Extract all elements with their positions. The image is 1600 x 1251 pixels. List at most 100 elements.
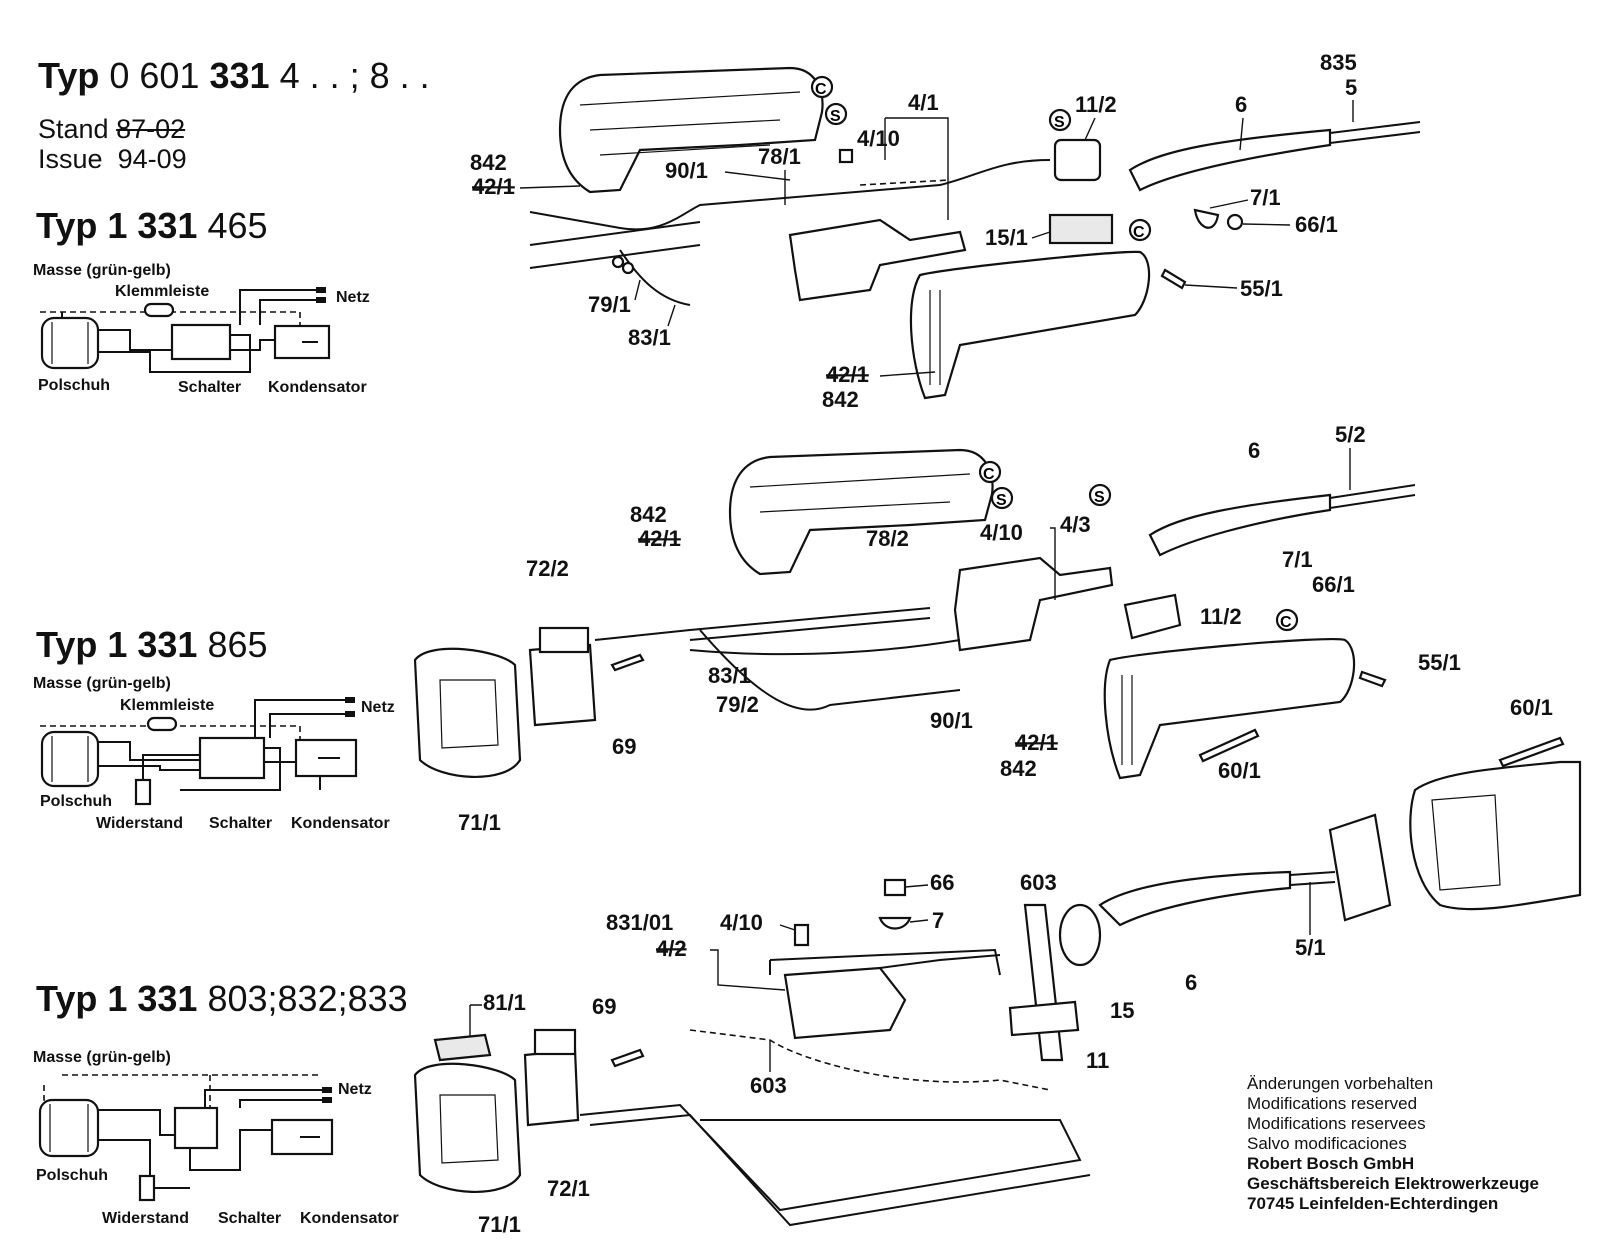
callout-4-2: 4/2	[656, 936, 687, 961]
callout-42-1-d: 42/1	[1015, 730, 1058, 755]
polschuh-motor-3	[38, 1098, 100, 1158]
bracket-72-2	[528, 643, 597, 727]
callout-42-1-b: 42/1	[826, 362, 869, 387]
cable-sleeve-6	[1128, 128, 1332, 192]
wiring-label-masse-2: Masse (grün-gelb)	[33, 675, 171, 692]
callout-15: 15	[1110, 998, 1134, 1023]
callout-71-1-a: 71/1	[458, 810, 501, 835]
callout-4-10-c: 4/10	[720, 910, 763, 935]
screw-60-1-a	[1198, 728, 1260, 763]
callout-42-1-c: 42/1	[638, 526, 681, 551]
wiring-label-polschuh-3: Polschuh	[36, 1167, 108, 1184]
widerstand-block-3	[138, 1174, 156, 1202]
svg-text:C: C	[1133, 224, 1145, 241]
callout-835: 835	[1320, 50, 1357, 75]
callout-4-10: 4/10	[857, 126, 900, 151]
bracket-top-72-1	[533, 1028, 577, 1056]
callout-7-1: 7/1	[1250, 185, 1281, 210]
callout-5-2: 5/2	[1335, 422, 1366, 447]
callout-72-2: 72/2	[526, 556, 569, 581]
callout-90-1: 90/1	[665, 158, 708, 183]
capacitor-11	[1008, 1000, 1080, 1037]
main-type-title: Typ 0 601 331 4 . . ; 8 . .	[38, 55, 430, 96]
wiring-label-polschuh: Polschuh	[38, 377, 110, 394]
ground-wire-dashed	[40, 311, 301, 330]
svg-text:S: S	[1094, 489, 1105, 506]
schalter-block-3	[173, 1106, 219, 1150]
screw-60-1-b	[1498, 736, 1565, 768]
callout-42-1-a: 42/1	[472, 174, 515, 199]
callout-69-b: 69	[592, 994, 616, 1019]
callout-15-1: 15/1	[985, 225, 1028, 250]
svg-text:S: S	[996, 492, 1007, 509]
plate-81-1	[433, 1033, 492, 1062]
callout-79-2: 79/2	[716, 692, 759, 717]
wiring-label-kondensator: Kondensator	[268, 379, 367, 396]
company-name: Robert Bosch GmbH	[1247, 1154, 1415, 1173]
screw-4-10	[793, 923, 810, 947]
callout-60-1-b: 60/1	[1510, 695, 1553, 720]
svg-text:C: C	[1280, 614, 1292, 631]
screw-69-a	[610, 653, 645, 672]
callout-842-a: 842	[470, 150, 507, 175]
switch-block-4-1	[788, 218, 967, 302]
wiring-label-schalter-2: Schalter	[209, 815, 272, 832]
callout-5-1: 5/1	[1295, 935, 1326, 960]
clamp-7	[878, 916, 912, 930]
callout-83-1: 83/1	[628, 325, 671, 350]
modifications-note: Änderungen vorbehalten Modifications res…	[1247, 1074, 1539, 1213]
callout-66: 66	[930, 870, 954, 895]
wiring-label-netz-2: Netz	[361, 699, 395, 716]
switch-block-4-3	[953, 556, 1114, 652]
callout-90-1-b: 90/1	[930, 708, 973, 733]
exploded-view-3: 66 7 603 831/01 4/2 4/10 15 6 5/1 11 603…	[413, 736, 1582, 1237]
clamp-7-1	[1193, 208, 1220, 229]
wiring-label-netz: Netz	[336, 289, 370, 306]
handle-shell-lower	[909, 250, 1151, 400]
callout-78-1: 78/1	[758, 144, 801, 169]
callout-603-b: 603	[750, 1073, 787, 1098]
callout-66-1-b: 66/1	[1312, 572, 1355, 597]
motor-cover-71-1-a	[413, 647, 522, 778]
exploded-view-2: C S S C 6 5/2 7/1 66/1 4/3 4/10 78/2 842…	[413, 422, 1553, 835]
callout-7: 7	[932, 908, 944, 933]
callout-5: 5	[1345, 75, 1357, 100]
block-15-1	[1048, 213, 1114, 245]
svg-text:C: C	[983, 466, 995, 483]
revision-block: Stand 87-02 Issue 94-09	[38, 114, 187, 174]
callout-6-c: 6	[1185, 970, 1197, 995]
callout-83-1-b: 83/1	[708, 663, 751, 688]
callout-831-01: 831/01	[606, 910, 673, 935]
cable-sleeve-6-2	[1148, 493, 1332, 557]
widerstand-block-2	[134, 778, 152, 806]
callout-603-a: 603	[1020, 870, 1057, 895]
callout-69-a: 69	[612, 734, 636, 759]
callout-6: 6	[1235, 92, 1247, 117]
callout-60-1-a: 60/1	[1218, 758, 1261, 783]
wiring-label-schalter: Schalter	[178, 379, 241, 396]
screw-66-1	[1226, 213, 1244, 231]
wiring-diagram-803: Masse (grün-gelb) Netz Polschuh Widersta…	[33, 1049, 399, 1227]
wiring-label-polschuh-2: Polschuh	[40, 793, 112, 810]
section-title-465: Typ 1 331 465	[36, 205, 268, 246]
grommet-15	[1058, 903, 1102, 967]
callout-842-c: 842	[630, 502, 667, 527]
section-title-865: Typ 1 331 865	[36, 624, 268, 665]
wiring-label-kondensator-2: Kondensator	[291, 815, 390, 832]
svg-text:S: S	[1054, 114, 1065, 131]
polschuh-motor	[40, 316, 100, 370]
section-title-803: Typ 1 331 803;832;833	[36, 978, 408, 1019]
callout-55-1: 55/1	[1240, 276, 1283, 301]
wiring-label-schalter-3: Schalter	[218, 1210, 281, 1227]
wiring-label-widerstand-2: Widerstand	[96, 815, 183, 832]
capacitor-11-2-b	[1123, 593, 1182, 640]
wiring-label-widerstand-3: Widerstand	[102, 1210, 189, 1227]
callout-55-1-b: 55/1	[1418, 650, 1461, 675]
callout-7-1-b: 7/1	[1282, 547, 1313, 572]
bracket-72-1	[523, 1048, 580, 1127]
wiring-label-kondensator-3: Kondensator	[300, 1210, 399, 1227]
strap-603-a	[1023, 903, 1064, 1062]
cable-sleeve-6-3	[1098, 870, 1292, 927]
capacitor-11-2	[1053, 138, 1102, 182]
screw-55-1-b	[1358, 670, 1387, 688]
